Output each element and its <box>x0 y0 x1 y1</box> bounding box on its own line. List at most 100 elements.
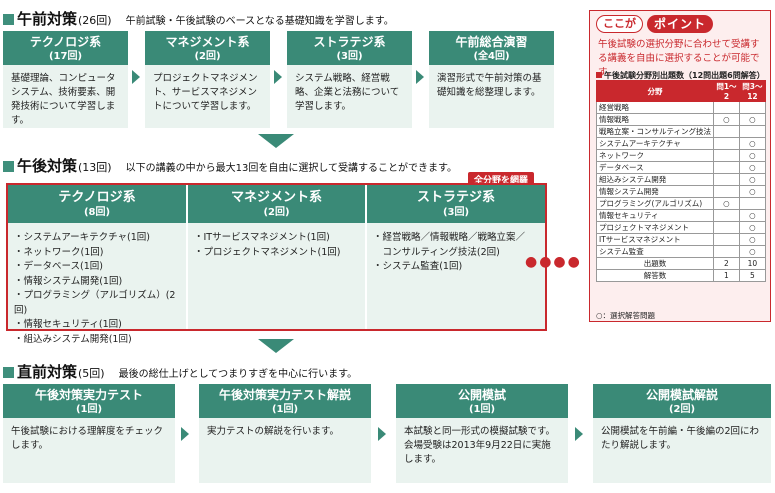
total-value: 2 <box>713 257 740 270</box>
afternoon-section-title: 午後対策 (13回) 以下の講義の中から最大13回を自由に選択して受講することが… <box>3 155 457 176</box>
column-sub: (8回) <box>83 207 111 218</box>
row-name: システムアーキテクチャ <box>595 137 715 150</box>
morning-desc: 午前試験・午後試験のベースとなる基礎知識を学習します。 <box>125 16 394 27</box>
card-title: テクノロジ系 <box>29 35 102 49</box>
arrow-right-icon <box>132 70 140 84</box>
row-name: ITサービスマネジメント <box>595 233 715 246</box>
list-item: ・プログラミング（アルゴリズム）(2回) <box>14 290 176 316</box>
row-mark <box>738 101 767 114</box>
column-title: マネジメント系 <box>230 190 322 205</box>
column-title: ストラテジ系 <box>416 190 495 205</box>
row-name: データベース <box>595 161 715 174</box>
morning-card-management: マネジメント系 (2回) プロジェクトマネジメント、サービスマネジメントについて… <box>145 31 270 128</box>
section-marker-icon <box>3 367 14 378</box>
column-body: ・ITサービスマネジメント(1回) ・プロジェクトマネジメント(1回) <box>188 223 365 268</box>
table-row: システムアーキテクチャ○ <box>595 137 767 150</box>
arrow-right-icon <box>181 427 189 441</box>
section-marker-icon <box>3 161 14 172</box>
card-sub: (17回) <box>48 51 83 62</box>
row-mark <box>713 137 740 150</box>
card-body: 公開模試を午前編・午後編の2回にわたり解説します。 <box>601 426 760 451</box>
table-title-text: 午後試験分野別出題数（12問出題6問解答） <box>604 71 765 80</box>
row-mark: ○ <box>738 233 767 246</box>
final-card-mock-review: 公開模試解説 (2回) 公開模試を午前編・午後編の2回にわたり解説します。 <box>593 384 771 483</box>
row-mark: ○ <box>713 113 740 126</box>
afternoon-col-technology: テクノロジ系 (8回) ・システムアーキテクチャ(1回) ・ネットワーク(1回)… <box>8 185 186 345</box>
card-body: 午後試験における理解度をチェックします。 <box>11 426 164 451</box>
row-name: 情報戦略 <box>595 113 715 126</box>
column-body: ・経営戦略／情報戦略／戦略立案／ コンサルティング技法(2回) ・システム監査(… <box>367 223 545 283</box>
card-body: 基礎理論、コンピュータシステム、技術要素、開発技術について学習します。 <box>11 73 116 126</box>
column-header: マネジメント系 (2回) <box>188 185 365 223</box>
list-item: ・ネットワーク(1回) <box>14 246 104 258</box>
table-row: 戦略立案・コンサルティング技法 <box>595 125 767 138</box>
table-row: プログラミング(アルゴリズム)○ <box>595 197 767 210</box>
table-row: 経営戦略 <box>595 101 767 114</box>
table-header-cell: 分野 <box>595 80 715 102</box>
point-koko: ここが <box>596 15 643 33</box>
row-mark <box>713 185 740 198</box>
card-body: プロジェクトマネジメント、サービスマネジメントについて学習します。 <box>153 73 258 112</box>
column-body: ・システムアーキテクチャ(1回) ・ネットワーク(1回) ・データベース(1回)… <box>8 223 186 355</box>
row-name: プログラミング(アルゴリズム) <box>595 197 715 210</box>
row-mark <box>713 125 740 138</box>
morning-card-exercise: 午前総合演習 (全4回) 演習形式で午前対策の基礎知識を総整理します。 <box>429 31 554 128</box>
table-row: ITサービスマネジメント ○ <box>595 233 767 246</box>
final-desc: 最後の総仕上げとしてつまりすぎを中心に行います。 <box>118 369 358 380</box>
row-name: プロジェクトマネジメント <box>595 221 715 234</box>
morning-section-title: 午前対策 (26回) 午前試験・午後試験のベースとなる基礎知識を学習します。 <box>3 8 394 29</box>
final-card-mock-exam: 公開模試 (1回) 本試験と同一形式の模擬試験です。会場受験は2013年9月22… <box>396 384 568 483</box>
card-sub: (1回) <box>468 404 496 415</box>
card-header: 午前総合演習 (全4回) <box>429 31 554 65</box>
morning-title: 午前対策 <box>17 10 78 28</box>
card-header: 午後対策実力テスト解説 (1回) <box>199 384 371 418</box>
list-item: ・ITサービスマネジメント(1回) <box>194 232 330 243</box>
row-name: 情報システム開発 <box>595 185 715 198</box>
column-title: テクノロジ系 <box>58 190 136 205</box>
afternoon-count: (13回) <box>78 161 112 174</box>
point-desc: 午後試験の選択分野に合わせて受講する講義を自由に選択することが可能です。 <box>598 39 760 78</box>
table-note: ○：選択解答問題 <box>596 311 656 320</box>
point-label: ポイント <box>647 15 714 33</box>
row-mark: ○ <box>738 113 767 126</box>
connector-dots: ●●●● <box>525 254 582 270</box>
card-sub: (2回) <box>668 404 696 415</box>
row-name: システム監査 <box>595 245 715 258</box>
row-name: 組込みシステム開発 <box>595 173 715 186</box>
total-label: 出題数 <box>595 257 715 270</box>
afternoon-col-management: マネジメント系 (2回) ・ITサービスマネジメント(1回) ・プロジェクトマネ… <box>188 185 365 329</box>
arrow-down-icon <box>258 339 294 353</box>
final-card-test-review: 午後対策実力テスト解説 (1回) 実力テストの解説を行います。 <box>199 384 371 483</box>
morning-card-strategy: ストラテジ系 (3回) システム戦略、経営戦略、企業と法務について学習します。 <box>287 31 412 128</box>
list-item: ・データベース(1回) <box>14 261 103 272</box>
table-title: 午後試験分野別出題数（12問出題6問解答） <box>596 70 765 81</box>
list-item: ・システムアーキテクチャ(1回) <box>14 232 151 243</box>
table-row: 情報戦略○○ <box>595 113 767 126</box>
point-title: ここが ポイント <box>596 15 714 33</box>
card-sub: (2回) <box>194 51 221 62</box>
table-row: システム監査 ○ <box>595 245 767 258</box>
arrow-right-icon <box>274 70 282 84</box>
card-header: 公開模試解説 (2回) <box>593 384 771 418</box>
table-header-cell: 問1～2 <box>713 80 740 102</box>
final-card-test: 午後対策実力テスト (1回) 午後試験における理解度をチェックします。 <box>3 384 175 483</box>
arrow-right-icon <box>416 70 424 84</box>
list-item: ・情報システム開発(1回) <box>14 275 123 287</box>
card-sub: (1回) <box>271 404 299 415</box>
card-body: 演習形式で午前対策の基礎知識を総整理します。 <box>437 73 542 98</box>
row-mark <box>713 245 740 258</box>
row-mark: ○ <box>738 149 767 162</box>
arrow-right-icon <box>378 427 386 441</box>
row-mark <box>738 125 767 138</box>
list-item: ・組込みシステム開発(1回) <box>14 333 132 345</box>
morning-count: (26回) <box>78 14 112 27</box>
card-title: マネジメント系 <box>165 35 250 49</box>
card-title: 公開模試解説 <box>645 388 718 402</box>
row-mark: ○ <box>738 245 767 258</box>
card-header: 公開模試 (1回) <box>396 384 568 418</box>
row-mark: ○ <box>738 173 767 186</box>
card-header: ストラテジ系 (3回) <box>287 31 412 65</box>
morning-card-technology: テクノロジ系 (17回) 基礎理論、コンピュータシステム、技術要素、開発技術につ… <box>3 31 128 128</box>
